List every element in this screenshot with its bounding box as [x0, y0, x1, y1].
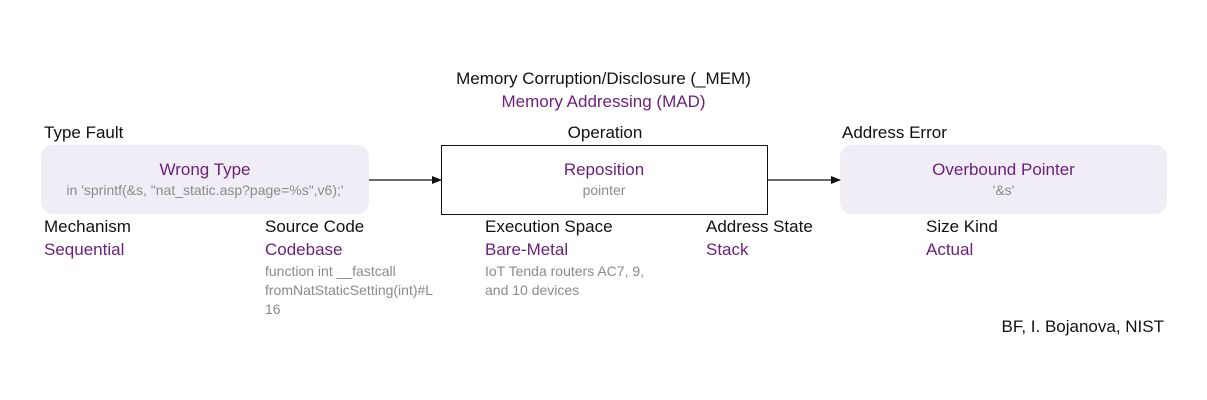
- execution-space-value: Bare-Metal: [485, 240, 569, 259]
- attribute-source-code: Source Code Codebase function int __fast…: [265, 217, 475, 319]
- attribute-size-kind: Size Kind Actual: [926, 217, 1126, 260]
- mechanism-label: Mechanism: [44, 217, 131, 236]
- operation-label: Operation: [567, 123, 643, 142]
- source-code-note-line: 16: [265, 301, 281, 317]
- operation-box: Reposition pointer: [441, 145, 768, 215]
- execution-space-label: Execution Space: [485, 217, 613, 236]
- source-code-label: Source Code: [265, 217, 365, 236]
- subclass-title: Memory Addressing (MAD): [501, 92, 706, 111]
- execution-space-note-line: and 10 devices: [485, 282, 580, 298]
- address-state-value: Stack: [706, 240, 749, 259]
- consequence-box: Overbound Pointer '&s': [840, 145, 1167, 214]
- cause-box: Wrong Type in 'sprintf(&s, "nat_static.a…: [41, 145, 369, 214]
- attribute-mechanism: Mechanism Sequential: [44, 217, 244, 260]
- type-fault-label: Type Fault: [44, 123, 124, 142]
- size-kind-value: Actual: [926, 240, 974, 259]
- cause-detail: in 'sprintf(&s, "nat_static.asp?page=%s"…: [66, 182, 344, 198]
- mechanism-value: Sequential: [44, 240, 125, 259]
- source-code-value: Codebase: [265, 240, 343, 259]
- source-code-notes: function int __fastcall fromNatStaticSet…: [265, 262, 475, 319]
- source-code-note-line: fromNatStaticSetting(int)#L: [265, 282, 434, 298]
- address-error-label: Address Error: [842, 123, 947, 142]
- size-kind-label: Size Kind: [926, 217, 998, 236]
- cause-title: Wrong Type: [159, 160, 251, 179]
- operation-detail: pointer: [582, 182, 626, 198]
- execution-space-note-line: IoT Tenda routers AC7, 9,: [485, 263, 645, 279]
- address-state-label: Address State: [706, 217, 813, 236]
- class-title: Memory Corruption/Disclosure (_MEM): [456, 69, 751, 88]
- attribute-address-state: Address State Stack: [706, 217, 906, 260]
- execution-space-notes: IoT Tenda routers AC7, 9, and 10 devices: [485, 262, 695, 300]
- credit-text: BF, I. Bojanova, NIST: [1001, 317, 1164, 336]
- attribute-execution-space: Execution Space Bare-Metal IoT Tenda rou…: [485, 217, 695, 300]
- operation-title: Reposition: [563, 160, 645, 179]
- consequence-detail: '&s': [992, 182, 1015, 198]
- source-code-note-line: function int __fastcall: [265, 263, 396, 279]
- consequence-title: Overbound Pointer: [932, 160, 1075, 179]
